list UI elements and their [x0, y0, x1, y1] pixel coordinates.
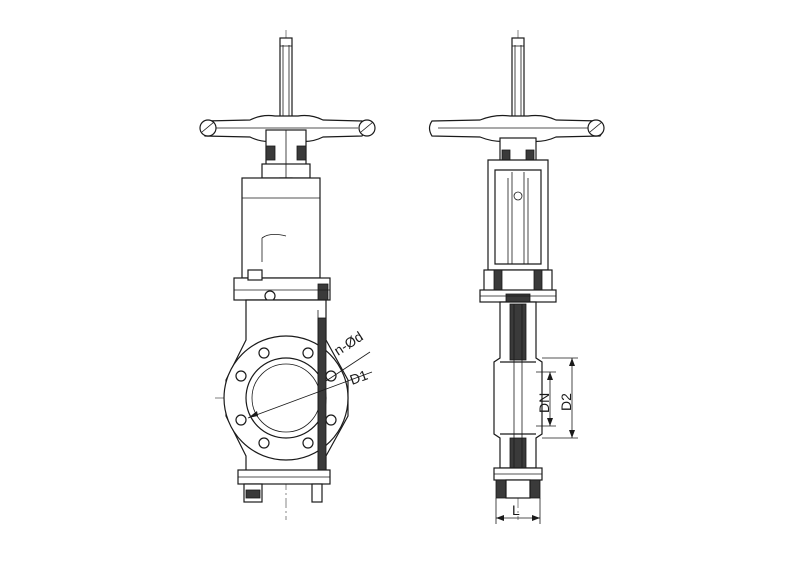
- front-yoke: [241, 177, 321, 279]
- front-view: n-Ød D1: [199, 30, 376, 520]
- front-dimensions: [247, 351, 373, 419]
- d1-label: D1: [348, 367, 370, 388]
- side-vertical-dimensions: [536, 357, 578, 439]
- front-packing-gland: [233, 269, 331, 302]
- side-packing: [479, 269, 557, 303]
- side-handwheel: [428, 114, 605, 143]
- front-body: [223, 299, 349, 479]
- side-view: DN D2 L: [428, 30, 605, 524]
- side-body: [493, 301, 543, 470]
- dn-label: DN: [536, 393, 552, 413]
- front-stem: [279, 37, 293, 139]
- l-label: L: [512, 502, 520, 518]
- side-bonnet: [487, 137, 549, 271]
- front-handwheel: [199, 114, 376, 143]
- side-length-dimension: [495, 498, 541, 524]
- side-bottom: [493, 467, 543, 499]
- front-bottom-bracket: [237, 469, 331, 503]
- d2-label: D2: [558, 393, 574, 411]
- n-d-label: n-Ød: [331, 328, 366, 358]
